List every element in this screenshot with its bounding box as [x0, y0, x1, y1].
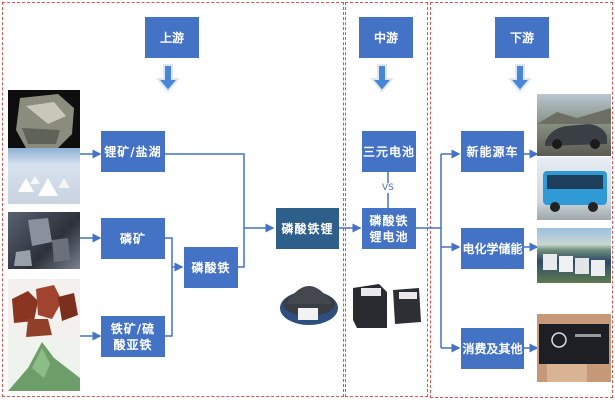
midstream-down-arrow-icon — [371, 64, 393, 93]
ferrous-sulfate-image — [8, 338, 80, 391]
downstream-panel — [430, 2, 613, 398]
phosphate-rock-image — [8, 212, 80, 269]
upstream-header: 上游 — [145, 17, 199, 58]
consumer-battery-image — [537, 314, 611, 382]
lfp-powder-image — [278, 268, 340, 328]
electric-bus-image — [537, 157, 611, 220]
link-phosphate-to-fepo4 — [165, 237, 173, 337]
link-lithium-to-lfp — [165, 153, 245, 228]
lfp-cathode-node: 磷酸铁锂 — [276, 208, 339, 249]
battery-packs-image — [349, 278, 425, 330]
lithium-ore-image — [8, 90, 80, 150]
nev-node: 新能源车 — [461, 131, 524, 172]
vs-label: VS — [381, 183, 395, 193]
iron-ore-ferrous-sulfate-node: 铁矿/硫酸亚铁 — [101, 316, 165, 357]
iron-ore-image — [8, 279, 80, 339]
energy-storage-image — [537, 228, 611, 283]
lfp-battery-node: 磷酸铁锂电池 — [362, 208, 416, 249]
salt-lake-image — [8, 148, 80, 204]
ternary-battery-node: 三元电池 — [362, 131, 416, 172]
downstream-header: 下游 — [495, 17, 549, 58]
midstream-panel — [345, 2, 428, 397]
phosphate-rock-node: 磷矿 — [101, 218, 165, 259]
consumer-other-node: 消费及其他 — [461, 328, 524, 369]
link-fepo4-to-lfp — [238, 228, 245, 268]
energy-storage-node: 电化学储能 — [461, 228, 524, 269]
lithium-ore-salt-lake-node: 锂矿/盐湖 — [101, 131, 165, 172]
midstream-header: 中游 — [359, 17, 413, 58]
iron-phosphate-node: 磷酸铁 — [184, 247, 238, 288]
electric-car-image — [537, 94, 611, 156]
upstream-down-arrow-icon — [157, 64, 179, 93]
upstream-panel — [2, 2, 344, 397]
downstream-down-arrow-icon — [509, 64, 531, 93]
